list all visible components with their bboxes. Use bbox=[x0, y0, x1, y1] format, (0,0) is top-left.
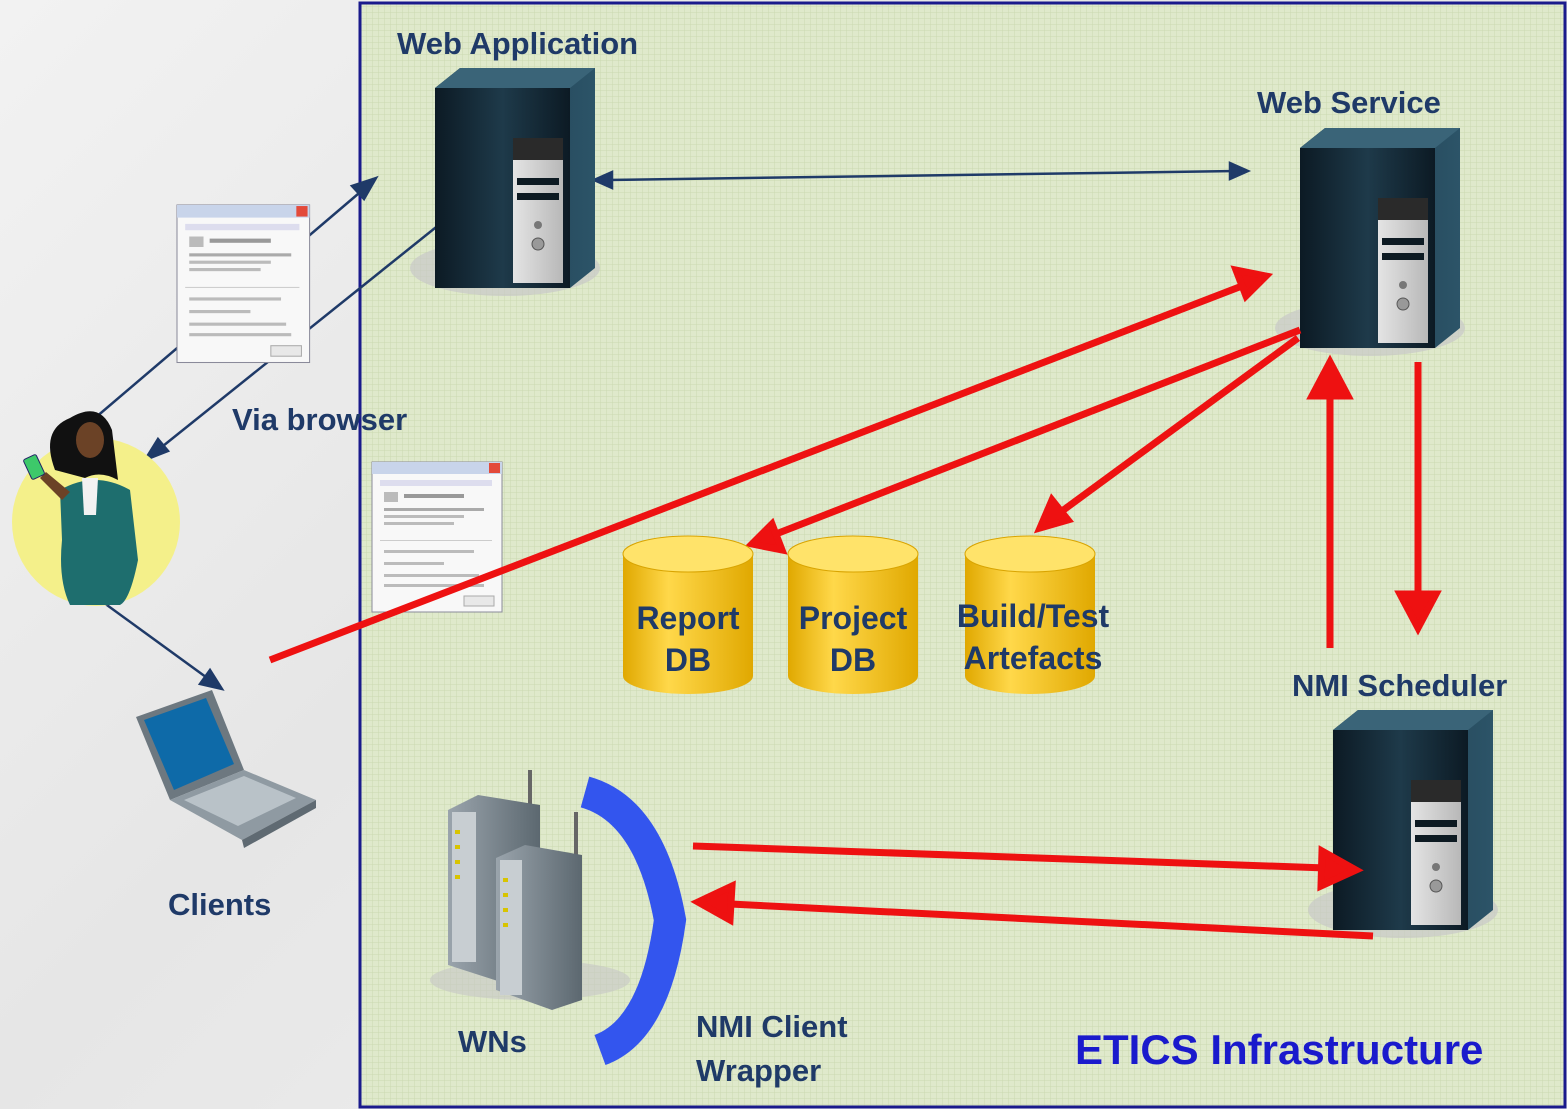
nmi-client-wrapper-arc bbox=[580, 776, 687, 1066]
via-browser-label: Via browser bbox=[232, 402, 408, 437]
router-icon bbox=[430, 770, 630, 1010]
web-application-server-icon bbox=[409, 67, 601, 297]
web-service-label: Web Service bbox=[1257, 85, 1441, 120]
wns-label: WNs bbox=[458, 1024, 527, 1059]
laptop-icon bbox=[136, 690, 316, 848]
woman-with-phone-icon bbox=[12, 411, 180, 606]
certificate-dialog-icon-2 bbox=[371, 461, 503, 613]
clients-label: Clients bbox=[168, 887, 272, 922]
nmi-client-wrapper-label-line1: NMI Client bbox=[696, 1009, 848, 1044]
project-db-label: Project DB bbox=[783, 598, 923, 681]
nmi-client-wrapper-label-line2: Wrapper bbox=[696, 1053, 822, 1088]
build-test-artefacts-label-line1: Build/Test bbox=[956, 598, 1110, 634]
web-service-server-icon bbox=[1274, 127, 1466, 357]
report-db-label: Report DB bbox=[618, 598, 758, 681]
red-arrows bbox=[268, 265, 1442, 940]
project-db-label-line1: Project bbox=[798, 600, 908, 636]
certificate-dialog-icon bbox=[176, 204, 311, 364]
nmi-scheduler-label: NMI Scheduler bbox=[1292, 668, 1508, 703]
build-test-artefacts-label-line2: Artefacts bbox=[963, 639, 1103, 676]
web-application-label: Web Application bbox=[397, 26, 639, 61]
client-connection-lines bbox=[94, 161, 1252, 691]
build-test-artefacts-label: Build/Test Artefacts bbox=[938, 596, 1128, 679]
report-db-label-line1: Report bbox=[636, 600, 740, 636]
project-db-label-line2: DB bbox=[829, 641, 877, 678]
report-db-label-line2: DB bbox=[664, 641, 712, 678]
etics-infrastructure-title: ETICS Infrastructure bbox=[1075, 1026, 1484, 1073]
nmi-scheduler-server-icon bbox=[1307, 709, 1499, 939]
